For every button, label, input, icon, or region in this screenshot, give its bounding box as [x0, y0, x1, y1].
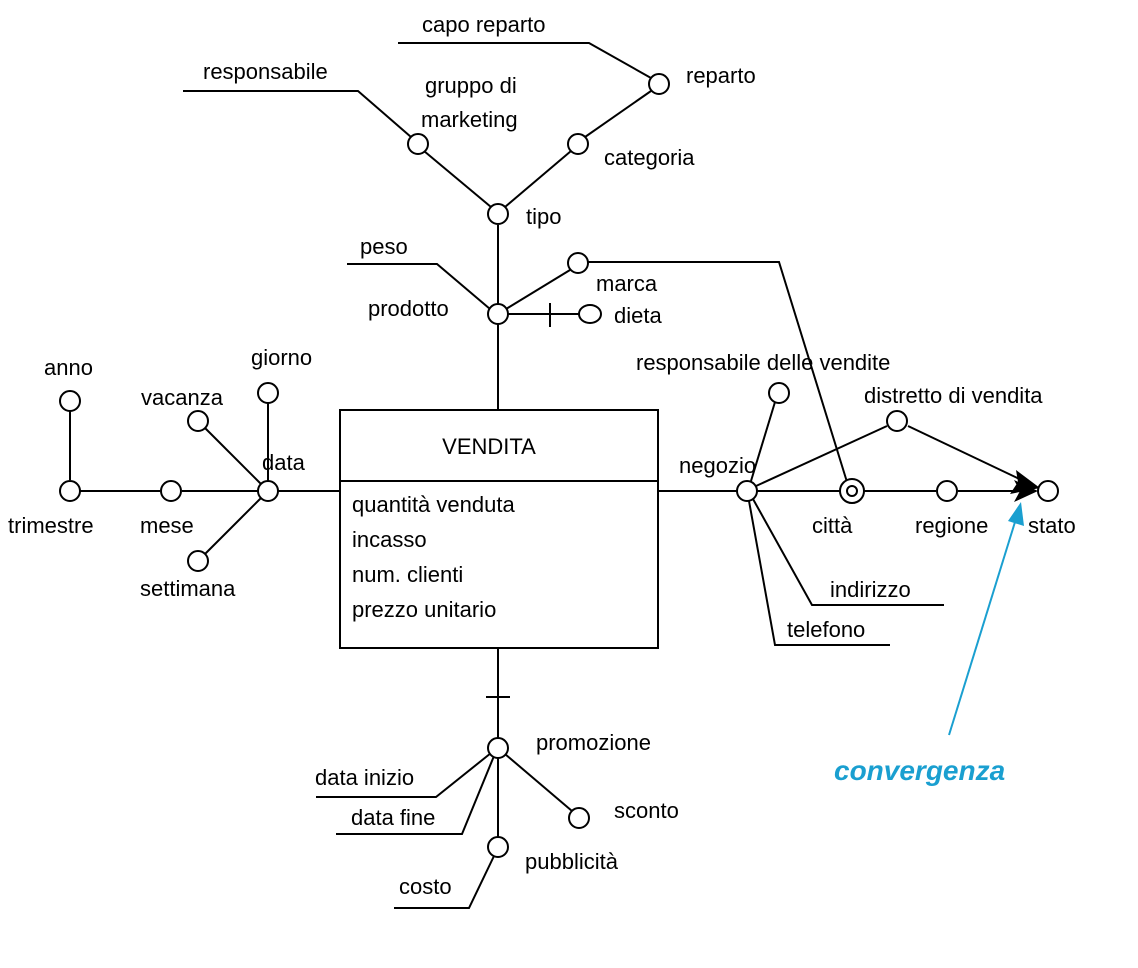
node-regione	[936, 480, 958, 502]
node-anno	[59, 390, 81, 412]
node-sconto	[568, 807, 590, 829]
edge-promozione-sconto	[504, 753, 573, 812]
label-dieta: dieta	[614, 303, 662, 328]
label-marca: marca	[596, 271, 658, 296]
node-trimestre	[59, 480, 81, 502]
edge-gruppo-responsabile	[183, 90, 412, 138]
label-gruppo-line2: marketing	[421, 107, 518, 132]
label-peso: peso	[360, 234, 408, 259]
edge-pubblicita-costo	[394, 855, 495, 909]
edge-negozio-responsabile-vendite	[750, 401, 776, 482]
label-responsabile-vendite: responsabile delle vendite	[636, 350, 890, 375]
edge-tipo-categoria	[504, 150, 572, 208]
edge-categoria-reparto	[584, 90, 652, 138]
label-sconto: sconto	[614, 798, 679, 823]
node-responsabile-vendite	[768, 382, 790, 404]
edge-prodotto-marca	[505, 269, 571, 310]
label-negozio: negozio	[679, 453, 756, 478]
label-promozione: promozione	[536, 730, 651, 755]
node-reparto	[648, 73, 670, 95]
label-tipo: tipo	[526, 204, 561, 229]
label-giorno: giorno	[251, 345, 312, 370]
fact-vendita: VENDITA quantità venduta incasso num. cl…	[339, 409, 659, 649]
label-stato: stato	[1028, 513, 1076, 538]
label-indirizzo: indirizzo	[830, 577, 911, 602]
label-data: data	[262, 450, 306, 475]
node-negozio	[736, 480, 758, 502]
measure-incasso: incasso	[352, 527, 427, 552]
label-settimana: settimana	[140, 576, 236, 601]
label-pubblicita: pubblicità	[525, 849, 619, 874]
node-pubblicita	[487, 836, 509, 858]
label-costo: costo	[399, 874, 452, 899]
node-gruppo-marketing	[407, 133, 429, 155]
label-citta: città	[812, 513, 853, 538]
label-responsabile: responsabile	[203, 59, 328, 84]
fact-name: VENDITA	[442, 434, 536, 459]
convergenza-arrow-line	[948, 521, 1016, 736]
edge-negozio-distretto	[755, 425, 888, 487]
node-promozione	[487, 737, 509, 759]
measure-num-clienti: num. clienti	[352, 562, 463, 587]
edge-prodotto-peso	[347, 263, 491, 310]
label-capo-reparto: capo reparto	[422, 12, 546, 37]
edge-negozio-telefono	[748, 500, 890, 646]
node-vacanza	[187, 410, 209, 432]
label-distretto: distretto di vendita	[864, 383, 1043, 408]
node-prodotto	[487, 303, 509, 325]
label-convergenza: convergenza	[834, 755, 1005, 786]
node-citta-inner	[846, 485, 858, 497]
label-anno: anno	[44, 355, 93, 380]
label-categoria: categoria	[604, 145, 695, 170]
node-settimana	[187, 550, 209, 572]
label-data-inizio: data inizio	[315, 765, 414, 790]
edge-data-vacanza	[204, 427, 262, 485]
edge-tipo-gruppo	[423, 150, 492, 208]
label-regione: regione	[915, 513, 988, 538]
edge-reparto-capo	[398, 42, 652, 79]
edge-negozio-indirizzo	[752, 498, 944, 606]
label-vacanza: vacanza	[141, 385, 224, 410]
edge-data-settimana	[204, 497, 262, 555]
node-distretto	[886, 410, 908, 432]
label-data-fine: data fine	[351, 805, 435, 830]
node-giorno	[257, 382, 279, 404]
edge-marca-citta	[588, 261, 848, 483]
label-prodotto: prodotto	[368, 296, 449, 321]
nodes	[59, 73, 1059, 858]
node-dieta	[578, 304, 602, 324]
edges	[69, 42, 1040, 909]
edge-distretto-stato	[907, 425, 1031, 485]
node-categoria	[567, 133, 589, 155]
node-data	[257, 480, 279, 502]
node-mese	[160, 480, 182, 502]
measure-prezzo: prezzo unitario	[352, 597, 496, 622]
label-reparto: reparto	[686, 63, 756, 88]
node-marca	[567, 252, 589, 274]
arrowhead-distretto-stato	[1010, 470, 1040, 494]
edge-promozione-data-fine	[336, 755, 495, 835]
label-trimestre: trimestre	[8, 513, 94, 538]
label-mese: mese	[140, 513, 194, 538]
convergenza-arrowhead	[1008, 502, 1024, 526]
edge-promozione-data-inizio	[316, 752, 492, 798]
node-stato	[1037, 480, 1059, 502]
label-gruppo-line1: gruppo di	[425, 73, 517, 98]
measure-quantita: quantità venduta	[352, 492, 515, 517]
label-telefono: telefono	[787, 617, 865, 642]
labels: capo reparto reparto responsabile gruppo…	[8, 12, 1076, 899]
fact-box	[339, 409, 659, 649]
node-tipo	[487, 203, 509, 225]
